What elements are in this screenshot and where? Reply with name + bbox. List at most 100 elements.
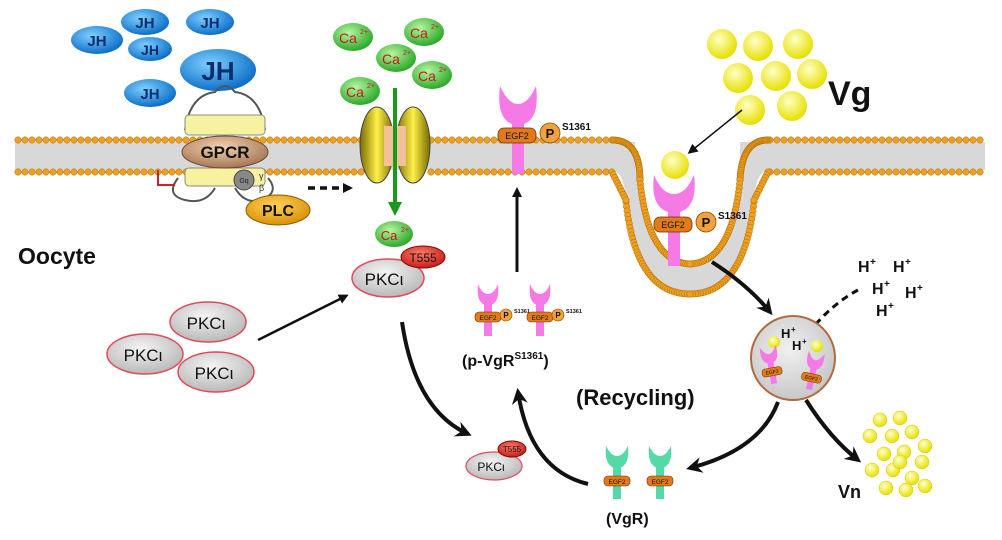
- svg-text:PLC: PLC: [262, 203, 294, 220]
- pkc-phosphorylated-small: PKCι T555: [465, 440, 527, 481]
- proton: H: [858, 259, 870, 276]
- svg-text:PKCι: PKCι: [187, 314, 226, 333]
- vn-particle: [892, 454, 908, 470]
- svg-text:2+: 2+: [401, 227, 409, 234]
- svg-text:H: H: [781, 326, 790, 341]
- vn-particle: [898, 482, 914, 498]
- svg-text:+: +: [917, 283, 923, 294]
- vg-particles: [707, 29, 827, 125]
- svg-text:S1361: S1361: [562, 122, 591, 133]
- pkc-phosphorylated: PKCι T555: [351, 245, 446, 298]
- vg-particle: [783, 29, 813, 59]
- vn-particle: [917, 478, 933, 494]
- svg-text:P: P: [503, 311, 509, 320]
- svg-text:+: +: [905, 257, 911, 268]
- svg-text:Ca: Ca: [418, 68, 436, 84]
- calcium-ion: [412, 61, 452, 89]
- vg-binding-arrow: [687, 109, 743, 154]
- svg-text:Ca: Ca: [410, 25, 428, 41]
- pkc-activation-arrow: [257, 294, 349, 342]
- svg-text:T555: T555: [503, 445, 522, 454]
- svg-text:+: +: [791, 325, 796, 334]
- vg-label: Vg: [828, 75, 871, 113]
- jh-molecules: JH JH JH JH JH JH: [71, 9, 256, 107]
- jh-molecule: [121, 9, 169, 35]
- recycling-label: (Recycling): [576, 385, 695, 410]
- svg-text:+: +: [870, 257, 876, 268]
- svg-text:JH: JH: [201, 56, 234, 86]
- proton: H: [893, 259, 905, 276]
- svg-text:PKCι: PKCι: [124, 346, 163, 365]
- calcium-ion: [376, 44, 416, 72]
- svg-text:+: +: [888, 301, 894, 312]
- vn-particle: [917, 438, 933, 454]
- vg-receptor-membrane: EGF2 P S1361: [497, 86, 591, 174]
- vn-release-arrow: [804, 398, 862, 463]
- svg-text:EGF2: EGF2: [765, 369, 779, 377]
- vn-particles: [862, 410, 933, 498]
- jh-molecule-large: [180, 49, 256, 91]
- proton-ions: H+H+H+H+H+: [858, 257, 923, 320]
- calcium-ion: [404, 18, 444, 46]
- vg-particle: [723, 63, 753, 93]
- vn-particle: [862, 428, 878, 444]
- calcium-ion: [333, 23, 373, 51]
- recycling-return-arrow: [686, 401, 780, 473]
- svg-text:2+: 2+: [403, 50, 411, 57]
- svg-text:β: β: [259, 183, 264, 193]
- vn-particle: [878, 480, 894, 496]
- svg-text:Ca: Ca: [339, 30, 357, 46]
- svg-text:+: +: [802, 337, 807, 346]
- svg-text:P: P: [546, 126, 555, 141]
- svg-text:γ: γ: [259, 171, 264, 181]
- pkc-cluster: PKCι PKCι PKCι: [106, 301, 255, 393]
- svg-text:2+: 2+: [360, 29, 368, 36]
- svg-text:EGF2: EGF2: [505, 131, 529, 141]
- svg-text:2+: 2+: [431, 24, 439, 31]
- svg-text:Ca: Ca: [382, 51, 400, 67]
- svg-text:P: P: [702, 215, 711, 230]
- svg-text:EGF2: EGF2: [480, 315, 497, 322]
- svg-text:JH: JH: [140, 86, 159, 103]
- plc-enzyme: PLC: [245, 194, 311, 226]
- vg-particle: [735, 95, 765, 125]
- endocytosis-arrow: [710, 260, 773, 316]
- proton: H: [876, 303, 888, 320]
- svg-text:PKCι: PKCι: [477, 460, 505, 474]
- vg-particle: [743, 31, 773, 61]
- svg-text:H: H: [792, 338, 801, 353]
- phosphorylation-arrow: [511, 388, 589, 486]
- vn-particle: [876, 446, 892, 462]
- svg-text:T555: T555: [409, 251, 437, 265]
- svg-text:Ca: Ca: [381, 228, 398, 243]
- p-vgr-label: (p-VgRS1361): [462, 351, 549, 370]
- svg-text:PKCι: PKCι: [365, 270, 404, 289]
- vg-particle: [707, 29, 737, 59]
- svg-text:S1361: S1361: [718, 211, 747, 222]
- vn-particle: [904, 424, 920, 440]
- svg-text:2+: 2+: [439, 67, 447, 74]
- vn-particle: [884, 428, 900, 444]
- svg-text:+: +: [884, 279, 890, 290]
- svg-text:S1361: S1361: [566, 309, 582, 315]
- calcium-ion-inside: Ca 2+: [375, 221, 413, 247]
- vn-particle: [904, 470, 920, 486]
- svg-text:P: P: [555, 311, 561, 320]
- vg-particle: [797, 59, 827, 89]
- svg-text:GPCR: GPCR: [200, 143, 249, 162]
- svg-text:S1361: S1361: [514, 309, 530, 315]
- svg-text:Ca: Ca: [346, 84, 364, 100]
- vg-particle: [777, 91, 807, 121]
- vgr-label: (VgR): [606, 511, 649, 528]
- svg-text:JH: JH: [87, 33, 106, 50]
- vn-particle: [872, 412, 888, 428]
- jh-molecule: [71, 26, 123, 54]
- jh-molecule: [186, 9, 234, 35]
- svg-text:JH: JH: [135, 15, 154, 32]
- svg-text:EGF2: EGF2: [804, 374, 818, 383]
- svg-text:PKCι: PKCι: [195, 364, 234, 383]
